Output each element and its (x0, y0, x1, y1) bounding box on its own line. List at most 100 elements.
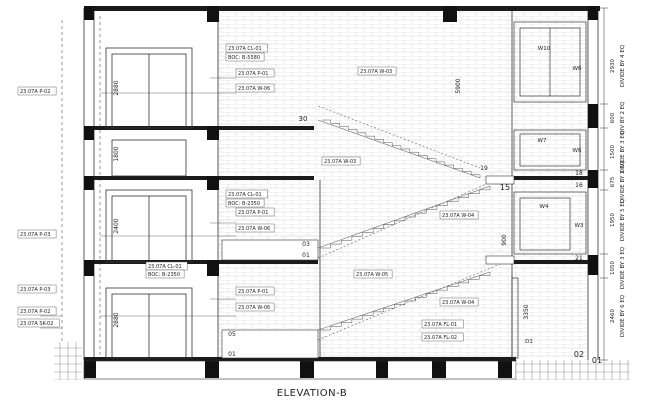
annotation-tag-text: 23.07A P-02 (20, 89, 50, 95)
annotation-tag: 23.07A SK-02 (17, 318, 60, 328)
stair-landings (221, 175, 515, 359)
stair-steps (320, 119, 491, 331)
stair-step (427, 158, 437, 162)
window-label-w6-top: W6 (573, 66, 582, 72)
stair-step (418, 155, 428, 159)
svg-text:1050: 1050 (610, 261, 616, 275)
stair-step (348, 129, 358, 133)
annotation-tag: 23.07A P-02 (17, 306, 57, 316)
annotation-tag: 23.07A W-03 (321, 156, 361, 166)
stair-step (351, 232, 363, 237)
stair-step (479, 272, 491, 276)
stair-step (453, 168, 463, 172)
window-label-w3: W3 (575, 223, 584, 229)
stair-step (394, 217, 406, 222)
stair-step (320, 326, 331, 331)
stair-num-01-low: 01 (228, 351, 236, 358)
svg-text:DIV BY 2 EQ: DIV BY 2 EQ (620, 101, 626, 135)
svg-text:DIVIDE BY 4 EQ: DIVIDE BY 4 EQ (620, 44, 626, 87)
annotation-tag-text: 23.07A CL-01 (148, 264, 182, 270)
annotation-tag-text: 23.07A W-03 (324, 159, 356, 165)
stair-step (436, 286, 448, 291)
stair-step (458, 279, 469, 284)
columns (84, 6, 598, 378)
svg-text:DIVIDE BY 6 EQ: DIVIDE BY 6 EQ (620, 294, 626, 337)
stair-step (468, 189, 480, 194)
annotation-tag: 23.07A P-03 (17, 229, 57, 239)
ground-hatch-right (516, 360, 630, 380)
stair-step (383, 142, 393, 146)
stair-num-30: 30 (299, 115, 308, 123)
stair-step (374, 139, 384, 143)
annotation-tag-text: 23.07A P-03 (20, 232, 50, 238)
svg-text:2930: 2930 (610, 59, 616, 73)
stair-step (458, 193, 469, 198)
svg-text:600: 600 (610, 112, 616, 123)
svg-text:DIVIDE BY 5 EQ: DIVIDE BY 5 EQ (620, 198, 626, 241)
stair-num-21: 21 (575, 255, 583, 262)
annotation-tag: BOC: B-2350 (225, 198, 265, 208)
stair-num-01-mid: 01 (302, 252, 310, 259)
annotation-tag-text: 23.07A P-01 (238, 289, 268, 295)
svg-text:2460: 2460 (610, 309, 616, 323)
svg-text:1500: 1500 (610, 145, 616, 159)
annotation-tag-text: 23.07A CL-01 (228, 192, 262, 198)
annotation-tag: 23.07A P-03 (17, 284, 57, 294)
dim-door-1: 2880 (113, 80, 120, 95)
ground-hatch-left (54, 342, 82, 380)
annotation-tag-text: 23.07A W-03 (360, 69, 392, 75)
stair-step (320, 244, 331, 249)
annotation-tag-text: 23.07A W-05 (356, 272, 388, 278)
stair-step (401, 148, 411, 153)
left-dashed-lines (61, 16, 101, 356)
svg-text:1950: 1950 (610, 213, 616, 227)
stair-step (322, 119, 332, 124)
level-annotations: 2930 DIVIDE BY 4 EQ 600 DIV BY 2 EQ 1500… (610, 44, 626, 337)
annotation-tag-text: 23.07A P-02 (20, 309, 50, 315)
stair-step (436, 161, 446, 166)
annotation-tag: 23.07A W-06 (235, 302, 275, 312)
stair-step (415, 209, 427, 214)
stair-step (447, 282, 459, 287)
annotation-tag-text: 23.07A W-06 (238, 86, 270, 92)
annotation-tag: 23.07A P-01 (235, 207, 275, 217)
stair-num-15: 15 (500, 183, 510, 192)
stair-num-01-right: 01 (592, 356, 602, 365)
dim-height-2: 3350 (523, 304, 530, 319)
annotation-tag: 23.07A W-03 (357, 66, 397, 76)
stair-step (415, 293, 427, 298)
stair-step (341, 319, 353, 323)
annotation-tag: 23.07A P-02 (17, 86, 57, 96)
stair-flights (317, 105, 501, 341)
stair-step (405, 297, 416, 302)
annotation-tag: BOC: B-5580 (225, 52, 265, 62)
stair-step (341, 236, 353, 241)
annotation-tag-text: 23.07A P-01 (238, 71, 268, 77)
door-label-d1: D1 (525, 339, 533, 345)
annotation-tag: 23.07A CL-01 (145, 261, 188, 271)
svg-text:DIVIDE BY 3 EQ: DIVIDE BY 3 EQ (620, 130, 626, 173)
stair-step (373, 224, 384, 229)
stair-step (436, 201, 448, 206)
annotation-tag: 23.07A FL-01 (421, 319, 464, 329)
annotation-tag: 23.07A CL-01 (225, 43, 268, 53)
annotation-tag-text: 23.07A W-06 (238, 226, 270, 232)
stair-step (447, 197, 459, 202)
stair-num-16: 16 (575, 182, 583, 189)
stair-num-02: 02 (574, 350, 584, 359)
annotation-tag-text: 23.07A W-06 (238, 305, 270, 311)
stair-step (330, 240, 342, 245)
stair-step (409, 151, 419, 156)
window-label-w10: W10 (538, 46, 551, 52)
annotation-tag-text: 23.07A FL-02 (424, 335, 457, 341)
annotation-tag: 23.07A FL-02 (421, 332, 464, 342)
annotation-tag: 23.07A P-01 (235, 68, 275, 78)
annotation-tag: 23.07A W-06 (235, 223, 275, 233)
stair-step (373, 308, 384, 313)
stair-step (362, 228, 374, 233)
svg-text:DIVIDE BY 3 EQ: DIVIDE BY 3 EQ (620, 246, 626, 289)
stair-step (392, 145, 402, 149)
stair-num-03: 03 (302, 241, 310, 248)
annotation-tag: 23.07A W-05 (353, 269, 393, 279)
dim-vent-1: 1800 (113, 146, 120, 161)
